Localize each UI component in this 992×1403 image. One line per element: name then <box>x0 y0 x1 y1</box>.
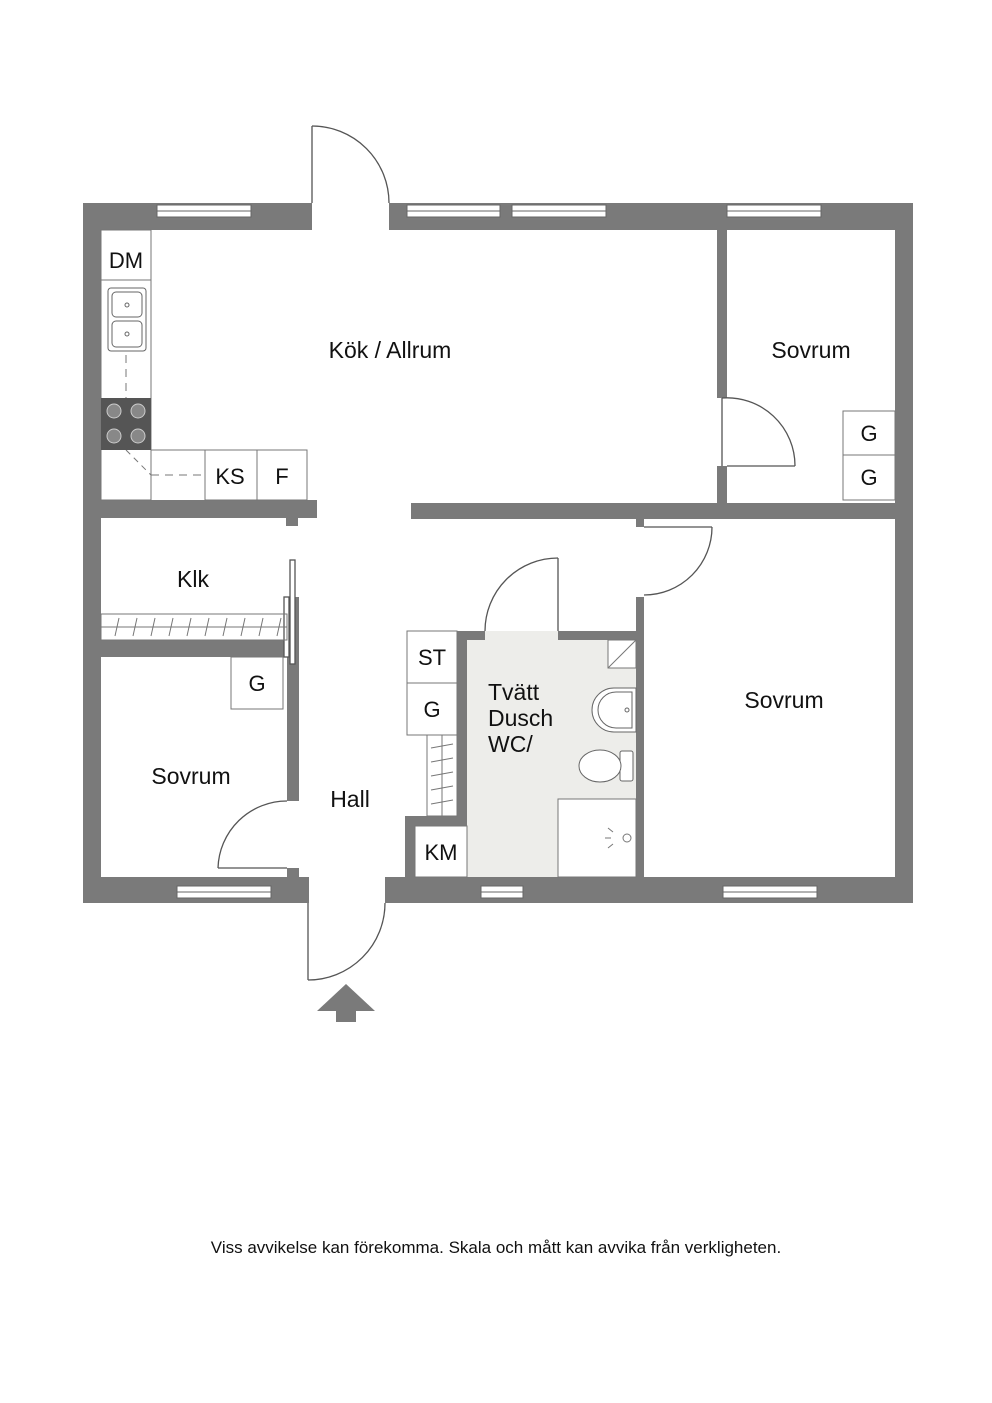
room-label-closet: Klk <box>177 566 209 592</box>
fixture-label-wardrobe-hall: G <box>423 697 440 722</box>
fixture-label-wardrobe-sw: G <box>248 671 265 696</box>
sink-icon <box>107 287 147 352</box>
door-kitchen-exterior <box>311 125 390 204</box>
fixture-label-wardrobe-ne-2: G <box>860 465 877 490</box>
closet-shelf <box>100 613 288 641</box>
door-closet <box>283 559 296 665</box>
door-bathroom <box>484 557 559 632</box>
room-label-kitchen: Kök / Allrum <box>329 337 452 363</box>
washbasin-icon <box>591 687 637 733</box>
shower-icon <box>557 798 637 878</box>
room-label-bedroom-e: Sovrum <box>744 687 823 713</box>
disclaimer-text: Viss avvikelse kan förekomma. Skala och … <box>210 1238 782 1257</box>
fixture-label-wardrobe-ne-1: G <box>860 421 877 446</box>
hall-shelf <box>426 734 458 817</box>
entrance-arrow-icon <box>317 984 375 1022</box>
fixture-label-washing-machine: KM <box>425 840 458 865</box>
fixture-label-storage: ST <box>418 645 446 670</box>
door-bedroom-e <box>643 526 713 596</box>
room-label-bedroom-sw: Sovrum <box>151 763 230 789</box>
room-label-bathroom-3: WC/ <box>488 731 533 757</box>
stove-icon <box>101 398 151 450</box>
door-bedroom-sw <box>217 800 288 869</box>
walls <box>83 203 913 903</box>
storage-boxes <box>230 410 896 878</box>
fixture-label-dishwasher: DM <box>109 248 143 273</box>
windows <box>156 204 822 899</box>
room-label-bathroom-2: Dusch <box>488 705 553 731</box>
room-label-bedroom-ne: Sovrum <box>771 337 850 363</box>
fixture-label-freezer: F <box>275 464 288 489</box>
room-label-hall: Hall <box>330 786 370 812</box>
kitchen-counter <box>100 229 308 501</box>
door-entrance <box>307 902 386 981</box>
room-label-bathroom-1: Tvätt <box>488 679 540 705</box>
door-bedroom-ne <box>721 397 796 467</box>
fixture-label-fridge-freezer: KS <box>215 464 244 489</box>
toilet-icon <box>578 749 634 783</box>
